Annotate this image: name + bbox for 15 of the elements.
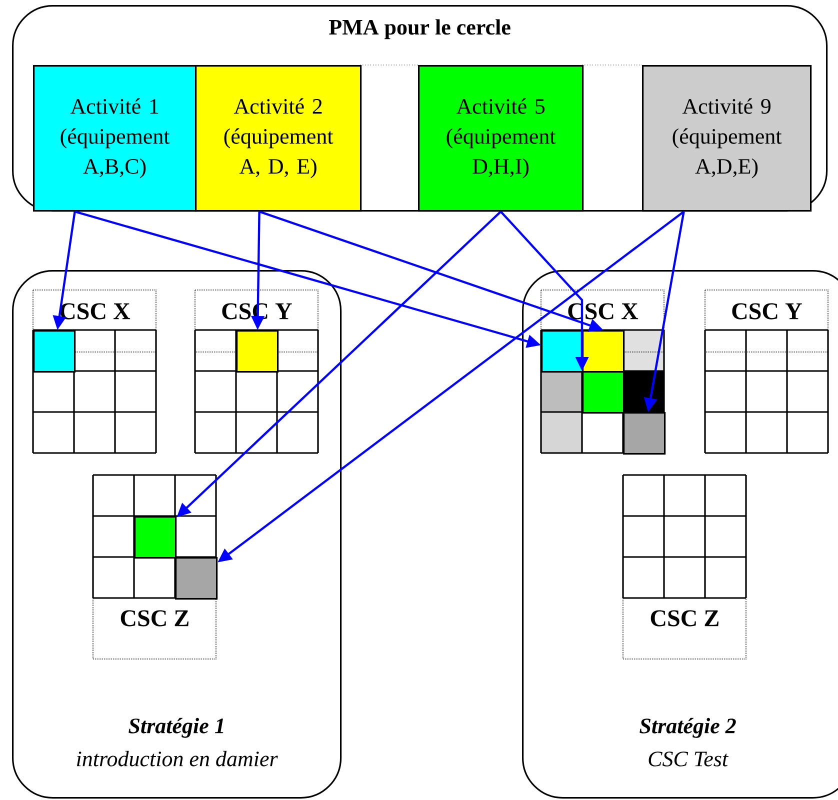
activity-box: Activité 2 (équipement A, D, E) [195, 65, 362, 212]
grid-cell [582, 330, 625, 373]
grid-cell [623, 412, 666, 455]
grid-table: CSC X [32, 290, 157, 454]
activity-box: Activité 1 (équipement A,B,C) [33, 65, 197, 212]
activity-box: Activité 9 (équipement A,D,E) [642, 65, 812, 212]
grid-cell [33, 330, 76, 373]
activity-box: Activité 5 (équipement D,H,I) [418, 65, 584, 212]
grid-cell [541, 330, 584, 373]
grid-cell [134, 516, 177, 559]
grid-cell [236, 330, 279, 373]
grid-table: CSC Z [622, 474, 747, 660]
grid-cell [175, 557, 218, 600]
grid-table: CSC Y [704, 290, 829, 454]
grid-cell [582, 371, 625, 414]
